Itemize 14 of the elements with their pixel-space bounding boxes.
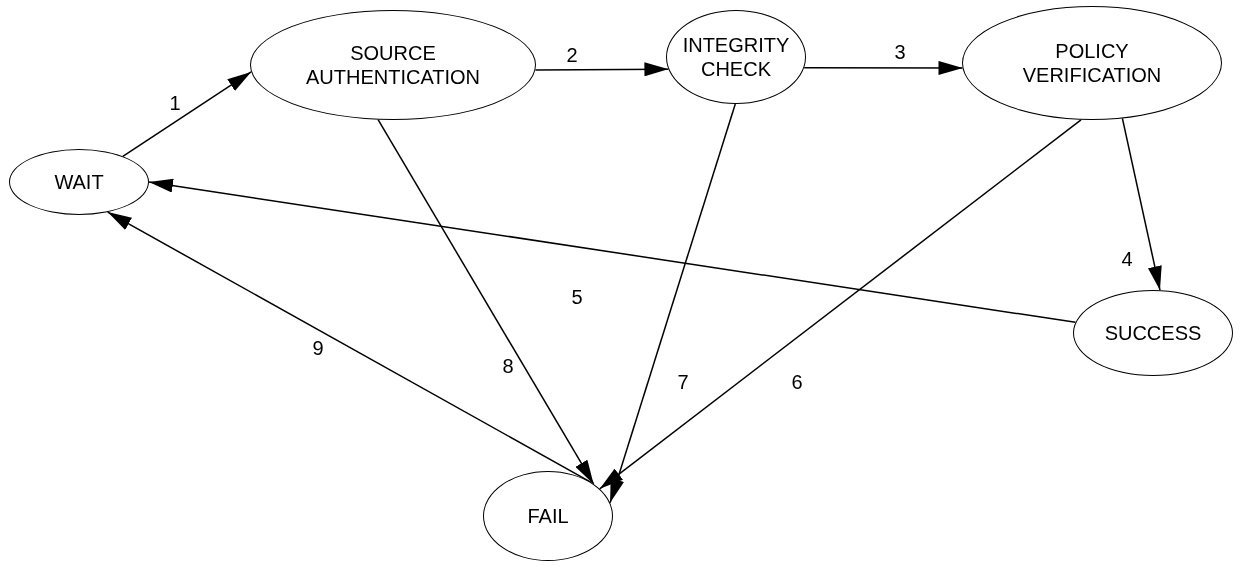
- arrow: [122, 71, 252, 157]
- arrow: [534, 62, 670, 77]
- arrow: [599, 119, 1082, 490]
- state-label: POLICY VERIFICATION: [1021, 39, 1163, 87]
- state-label: SUCCESS: [1104, 321, 1202, 345]
- state-label: INTEGRITY CHECK: [681, 33, 791, 81]
- arrow: [377, 118, 595, 485]
- arrow: [609, 103, 737, 504]
- arrow: [803, 60, 964, 75]
- state-label: FAIL: [527, 504, 569, 528]
- state-label: WAIT: [54, 170, 104, 194]
- arrow: [106, 211, 593, 484]
- state-label: SOURCE AUTHENTICATION: [304, 41, 482, 89]
- arrow: [148, 178, 1077, 324]
